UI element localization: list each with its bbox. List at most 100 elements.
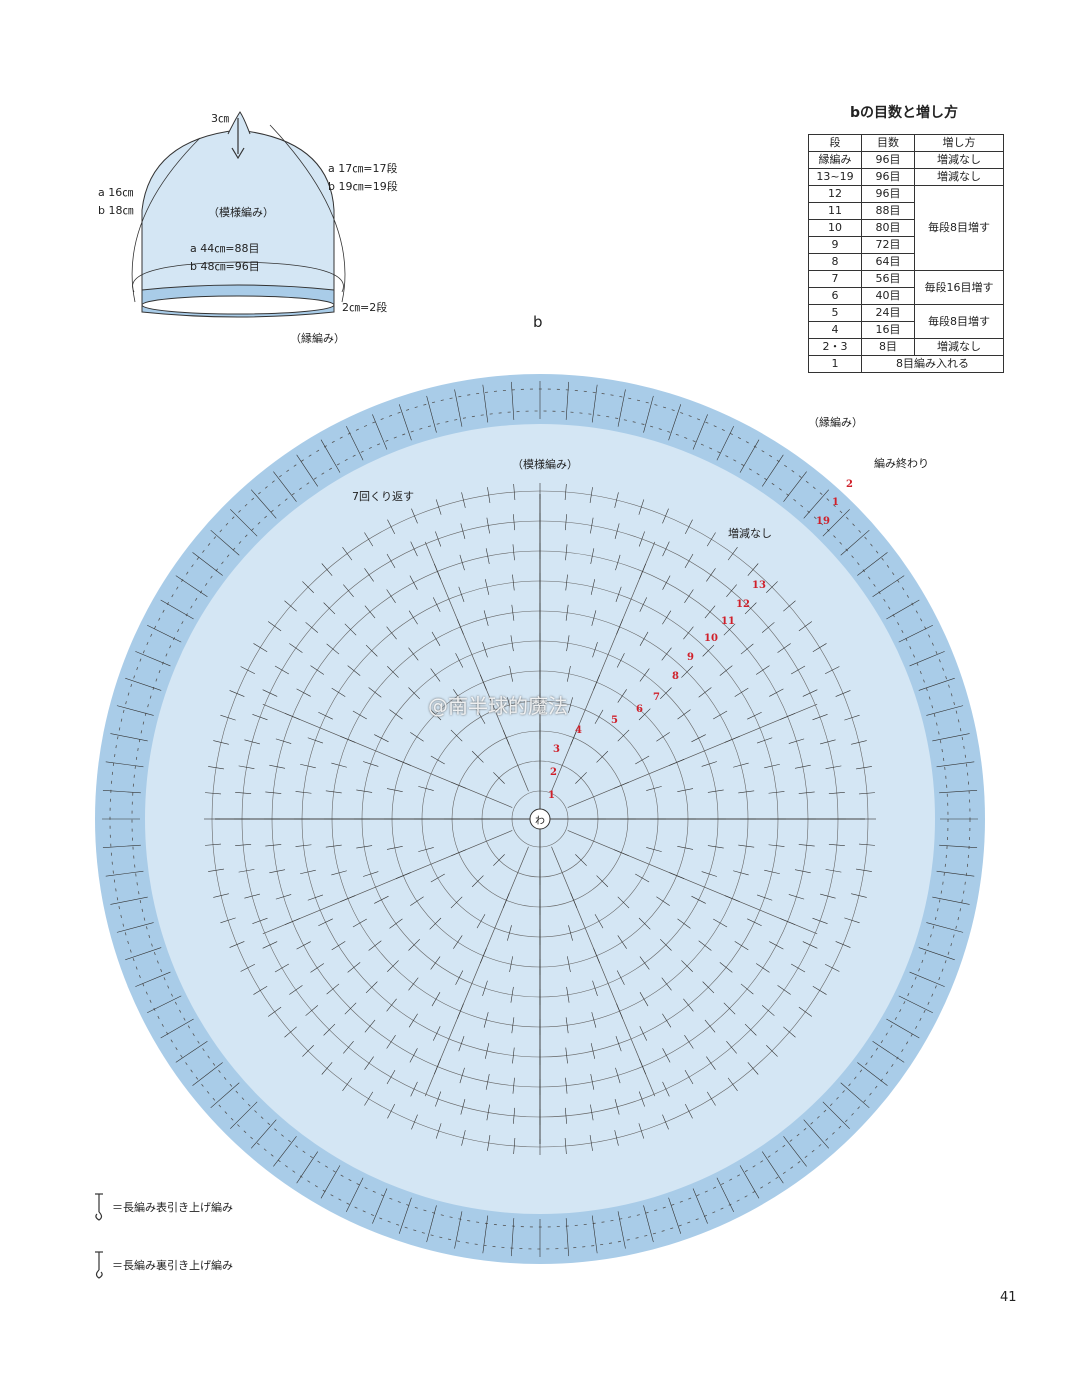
hat-b-circ: b 48㎝=96目 (190, 260, 260, 273)
table-cell: 24目 (861, 304, 915, 322)
stitch-mark (798, 844, 815, 847)
stitch-mark (460, 1099, 466, 1115)
stitch-mark (364, 532, 374, 547)
table-cell: 4 (808, 321, 862, 339)
stitch-mark (208, 766, 224, 770)
stitch-mark (347, 962, 361, 973)
stitch-mark (802, 689, 818, 697)
edge-stitch-mark (932, 896, 970, 905)
stitch-mark (794, 764, 811, 769)
row-number: 9 (687, 652, 694, 663)
stitch-mark (368, 687, 382, 698)
stitch-mark (410, 732, 424, 742)
stitch-mark (593, 674, 600, 690)
stitch-mark (702, 981, 715, 994)
edge-stitch-mark (643, 395, 654, 433)
edge-stitch-mark (898, 625, 933, 643)
tip-arrowhead (231, 147, 245, 160)
row-number: 3 (553, 744, 560, 755)
stitch-mark (459, 1067, 465, 1084)
stitch-mark (677, 918, 691, 929)
stitch-mark (387, 519, 395, 535)
stitch-mark (858, 792, 875, 795)
table-row: 13~19 96目 増減なし (808, 168, 1004, 186)
edge-stitch-mark (147, 995, 182, 1013)
stitch-mark (386, 998, 397, 1012)
stitch-mark (365, 981, 378, 994)
stitch-mark (265, 844, 282, 847)
edge-stitch-mark (102, 844, 141, 848)
row-number: 19 (816, 516, 830, 527)
page-number: 41 (1000, 1290, 1017, 1305)
edge-stitch-mark (482, 1215, 489, 1254)
edge-stitch-mark (296, 454, 319, 487)
stitch-mark (719, 665, 733, 676)
stitch-mark (453, 689, 463, 703)
stitch-mark (646, 786, 662, 791)
stitch-mark (289, 985, 303, 995)
table-row: 5 24目 毎段8目増す (808, 304, 1004, 339)
stitch-mark (240, 964, 256, 972)
row-number: 13 (752, 580, 766, 591)
table-header-row: 段 目数 増し方 (808, 134, 1004, 152)
edge-stitch-mark (803, 1119, 830, 1149)
edge-stitch-mark (210, 1082, 240, 1109)
stitch-mark (265, 791, 282, 794)
stitch-mark (511, 604, 515, 621)
table-cell: 80目 (861, 219, 915, 237)
stitch-mark (566, 986, 570, 1003)
stitch-mark (684, 1069, 694, 1085)
stitch-mark (411, 508, 418, 524)
stitch-mark (238, 765, 255, 769)
hat-edge-rows: 2㎝=2段 (342, 301, 388, 314)
table-cell: 16目 (861, 321, 915, 339)
edge-stitch-mark (160, 1018, 194, 1039)
stitch-mark (684, 589, 694, 603)
stitch-mark (669, 759, 685, 766)
stitch-mark (269, 764, 286, 769)
increase-spoke (424, 541, 529, 792)
stitch-mark (565, 1077, 568, 1094)
stitch-mark (707, 845, 724, 849)
stitch-mark (485, 1073, 490, 1090)
stitch-mark (591, 1012, 597, 1028)
edge-stitch-mark (716, 426, 734, 461)
stitch-mark (683, 998, 694, 1012)
stitch-mark (307, 894, 324, 901)
stitch-mark (662, 1013, 672, 1028)
stitch-mark (723, 1002, 736, 1015)
diagram-title: b (533, 313, 543, 331)
edge-stitch-mark (273, 1136, 297, 1167)
stitch-mark (269, 869, 286, 874)
stitch-mark (432, 1026, 441, 1041)
stitch-mark (617, 689, 627, 703)
stitch-mark (395, 759, 411, 766)
stitch-mark (408, 938, 421, 951)
stitch-mark (568, 697, 573, 713)
stitch-mark (617, 896, 630, 909)
stitch-mark (363, 871, 379, 877)
stitch-mark (325, 844, 342, 848)
stitch-mark (408, 1013, 418, 1028)
stitch-mark (851, 893, 867, 898)
stitch-mark (318, 711, 333, 720)
table-header: 増し方 (914, 134, 1004, 152)
row-number: 4 (575, 725, 582, 736)
stitch-mark (706, 1091, 716, 1106)
stitch-mark (825, 869, 842, 873)
stitch-mark (289, 643, 303, 653)
stitch-mark (639, 992, 649, 1007)
stitch-mark (368, 940, 382, 951)
stitch-mark (733, 870, 749, 876)
edge-stitch-mark (116, 922, 154, 933)
stitch-mark (284, 1026, 297, 1038)
table-cell: 7 (808, 270, 862, 288)
stitch-mark (698, 687, 712, 698)
stitch-mark (213, 740, 229, 745)
edge-stitch-mark (909, 651, 945, 667)
stitch-mark (483, 1012, 489, 1028)
stitch-mark (482, 642, 488, 658)
stitch-mark (727, 546, 738, 561)
stitch-mark (434, 1059, 441, 1075)
